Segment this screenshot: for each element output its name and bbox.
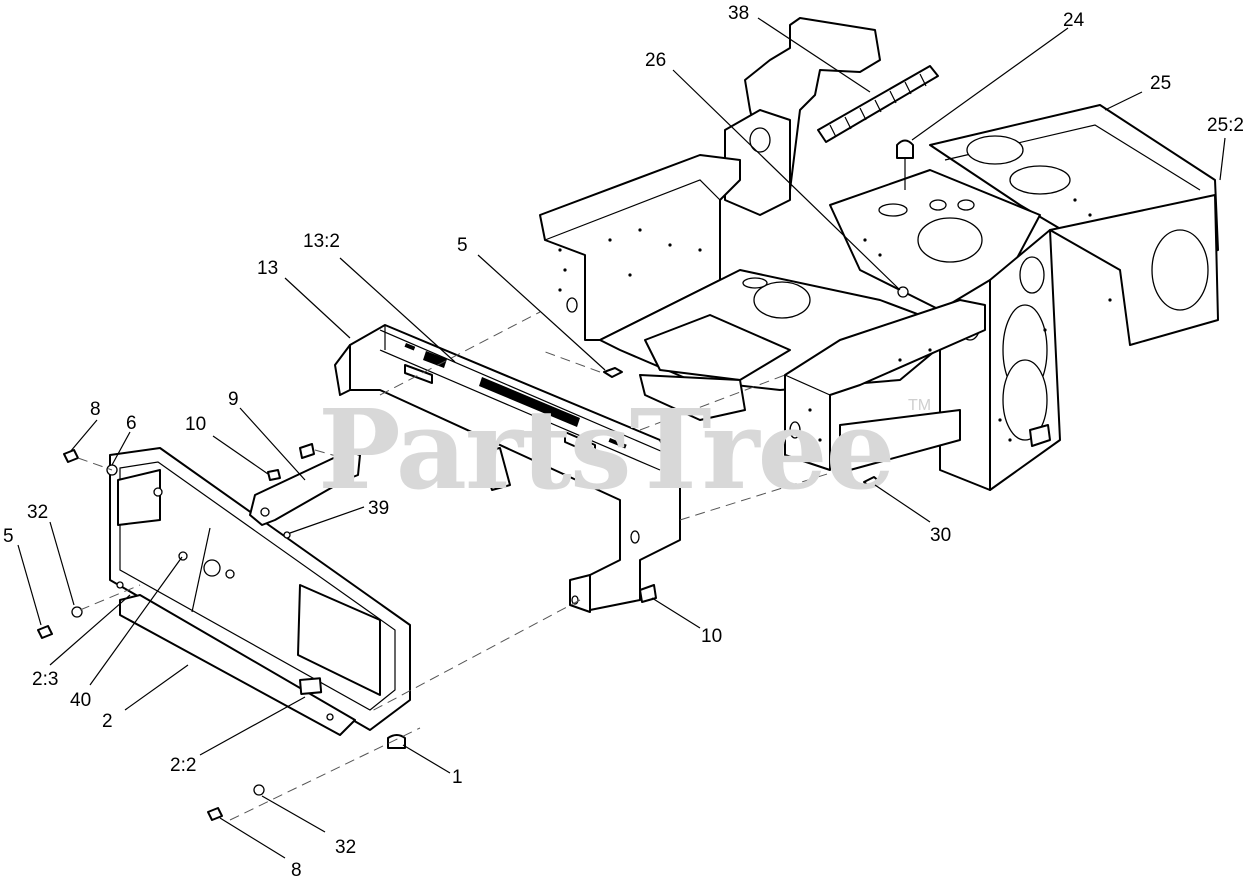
spring-38 — [817, 65, 939, 143]
callout-26: 26 — [645, 50, 666, 71]
callout-6: 6 — [126, 413, 137, 434]
alignment-lines — [77, 311, 841, 821]
frame-holes — [558, 198, 1112, 442]
callout-10-lower: 10 — [701, 626, 722, 647]
callout-8-lower: 8 — [291, 860, 302, 881]
bolt-5-upper — [603, 367, 623, 378]
nut-26 — [897, 286, 909, 298]
hardware — [37, 443, 657, 821]
front-panel-2 — [109, 447, 411, 736]
callout-2-3: 2:3 — [32, 669, 58, 690]
callout-13: 13 — [257, 258, 278, 279]
callout-8-upper: 8 — [90, 399, 101, 420]
callout-40: 40 — [70, 690, 91, 711]
callout-25-2: 25:2 — [1207, 115, 1244, 136]
callout-30: 30 — [930, 525, 951, 546]
callout-5-lower: 5 — [3, 526, 14, 547]
callout-9: 9 — [228, 389, 239, 410]
callout-39: 39 — [368, 498, 389, 519]
bolt-30 — [863, 476, 881, 488]
callout-2: 2 — [102, 711, 113, 732]
watermark: PartsTree — [318, 385, 894, 514]
callout-38: 38 — [728, 3, 749, 24]
hook-bracket-9 — [249, 449, 361, 526]
callout-labels: 38 24 26 25 25:2 5 13:2 13 8 6 10 9 39 3… — [3, 3, 1244, 881]
callout-13-2: 13:2 — [303, 231, 340, 252]
callout-24: 24 — [1063, 10, 1085, 31]
callout-2-2: 2:2 — [170, 755, 196, 776]
callout-5-upper: 5 — [457, 235, 468, 256]
callout-1: 1 — [452, 767, 463, 788]
callout-10-upper: 10 — [185, 414, 206, 435]
watermark-tm: TM — [908, 397, 931, 414]
callout-leaders — [17, 17, 1226, 859]
callout-32-lower: 32 — [335, 837, 356, 858]
bumper-24 — [896, 139, 914, 190]
main-frame — [539, 17, 1219, 491]
callout-32-upper: 32 — [27, 502, 48, 523]
callout-25: 25 — [1150, 73, 1171, 94]
